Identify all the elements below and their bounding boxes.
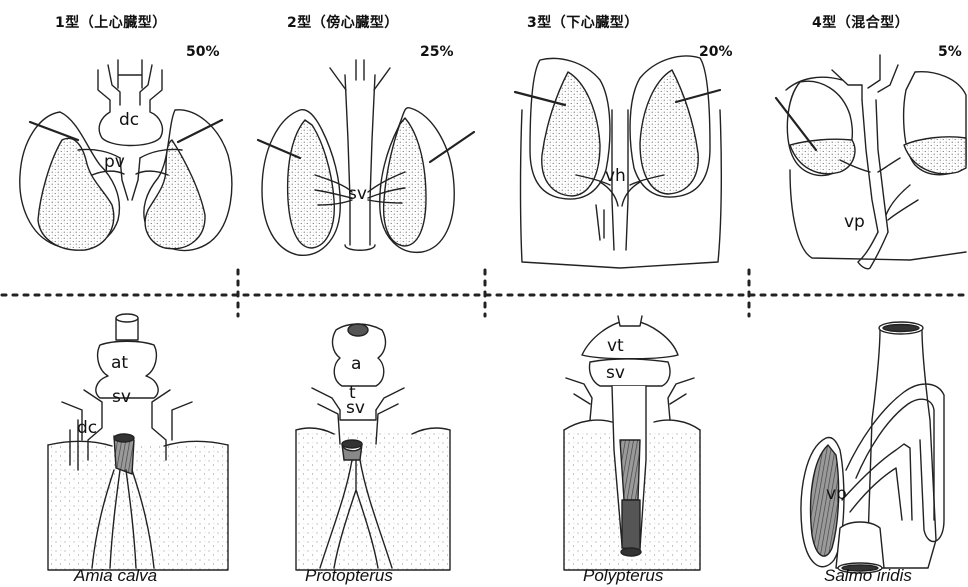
panel-1-lower-drawing [48,314,228,570]
species-name-2: Protopterus [305,566,393,586]
panel-4-lower-drawing [801,322,944,573]
species-name-1: Amia calva [74,566,157,586]
panel-4-title: 4型（混合型） [812,12,909,32]
panel-2-percent: 25% [420,44,454,60]
panel-3-title: 3型（下心臓型） [527,12,639,32]
panel-1-upper-drawing [20,60,232,251]
divider-lines [2,270,966,316]
label-at-lower: at [111,355,128,372]
panel-1-title: 1型（上心臓型） [55,12,167,32]
panel-2-upper-drawing [258,60,474,255]
species-name-3: Polypterus [583,566,663,586]
label-vp-upper: vp [844,214,865,231]
panel-1-percent: 50% [186,44,220,60]
label-dc-upper: dc [119,112,139,129]
label-vh-upper: vh [605,168,626,185]
label-vp-lower: vp [826,486,847,503]
panel-4-upper-drawing [776,55,966,269]
panel-4-percent: 5% [938,44,962,60]
label-dc-lower: dc [77,420,97,437]
label-vt-lower: vt [607,338,624,355]
panel-3-upper-drawing [515,56,721,268]
label-pv-upper: pv [104,154,125,171]
label-sv-lower-3: sv [606,365,625,382]
species-name-4: Salmo iridis [824,566,912,586]
panel-2-title: 2型（傍心臓型） [287,12,399,32]
label-sv-lower-1: sv [112,389,131,406]
panel-3-percent: 20% [699,44,733,60]
label-sv-upper: sv [348,186,367,203]
label-a-lower: a [351,356,361,373]
panel-2-lower-drawing [296,324,450,570]
panel-3-lower-drawing [564,316,700,570]
label-sv-lower-2: sv [346,400,365,417]
